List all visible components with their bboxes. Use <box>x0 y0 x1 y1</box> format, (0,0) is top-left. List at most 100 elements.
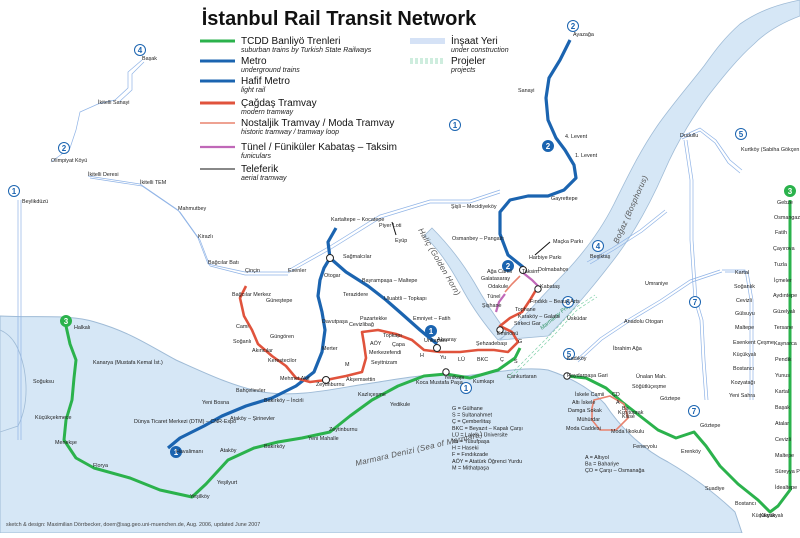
station-label: Pazartekke <box>360 316 387 322</box>
teleferik-eyup <box>391 221 397 236</box>
station-label: Gayrettepe <box>551 196 578 202</box>
route-badge: 3 <box>784 185 796 197</box>
route-badge: 1 <box>8 185 20 197</box>
station-label: Kaynarca <box>774 341 797 347</box>
station-label: A <box>616 400 620 406</box>
station-label: AÖY <box>370 340 382 347</box>
route-badge-circle <box>784 185 796 197</box>
station-label: Tersane <box>774 325 793 331</box>
station-label: Yu <box>440 355 446 361</box>
station-label: Ç <box>500 357 504 363</box>
station-label: Aydıntepe <box>773 293 797 299</box>
station-label: 1. Levent <box>575 153 598 159</box>
station-label: Tünel <box>487 294 501 300</box>
abbreviation-entry: H = Haseki <box>452 446 479 452</box>
station-label: Kızıltoprak <box>618 410 644 416</box>
aerial-lines <box>391 221 551 256</box>
station-label: Esenkent Çeşme <box>733 340 774 346</box>
station-label: Cankurtaran <box>507 374 537 380</box>
nostalgic-tram-lines <box>504 275 629 431</box>
route-badge-circle <box>8 185 20 197</box>
station-label: Florya <box>93 463 108 469</box>
station-label: Yedikule <box>390 402 410 408</box>
station-label: Gülsuyu <box>735 311 755 317</box>
station-label: Eminönü <box>497 331 518 337</box>
route-badge-circle <box>563 348 575 360</box>
station-label: İskele Camii <box>575 391 604 398</box>
station-label: Sağmalcılar <box>343 254 372 260</box>
legend-title: Çağdaş Tramvay <box>241 98 317 109</box>
funicular-lines <box>494 271 541 313</box>
station-label: Harbiye Parkı <box>529 255 562 261</box>
station-label: İkitelli Deresi <box>88 171 119 178</box>
interchanges <box>322 254 571 384</box>
tram-lines <box>238 285 538 384</box>
abbreviation-entry: Ba = Bahariye <box>585 462 619 468</box>
station-label: Moda Caddesi <box>566 426 601 432</box>
teleferik-macka <box>534 241 551 256</box>
station-label: Umraniye <box>645 281 668 287</box>
route-badge-number: 1 <box>12 187 17 196</box>
station-label: İçmeler <box>774 277 792 284</box>
station-label: Bostancı <box>733 366 754 372</box>
legend-subtitle: modern tramway <box>241 109 294 116</box>
route-badge-circle <box>567 20 579 32</box>
route-badge-number: 3 <box>64 317 69 326</box>
legend-title: TCDD Banliyö Trenleri <box>241 36 340 47</box>
station-label: Gebze <box>777 200 793 206</box>
station-label: Ünalan Mah. <box>636 373 667 380</box>
station-label: Merkezefendi <box>369 350 401 356</box>
station-label: Bayrampaşa – Maltepe <box>362 278 417 284</box>
legend-title: Projeler <box>451 56 486 67</box>
route-badge: 5 <box>735 128 747 140</box>
station-label: Mahmutbey <box>178 206 206 212</box>
station-label: Altı İskele <box>572 399 595 406</box>
station-label: Şehzadebaşı <box>476 341 507 347</box>
station-label: Taksim <box>522 269 539 275</box>
station-label: Küçükyalı <box>760 513 783 519</box>
route-badge-number: 5 <box>739 130 744 139</box>
station-label: Kadıköy <box>567 356 587 362</box>
station-label: Dolmabahçe <box>538 267 568 273</box>
station-label: Başak <box>142 56 157 62</box>
route-badge: 6 <box>562 296 574 308</box>
station-label: Esenler <box>288 268 306 274</box>
route-badge-number: 7 <box>692 407 697 416</box>
legend-title: Tünel / Füniküler Kabataş – Taksim <box>241 142 397 153</box>
station-label: G <box>518 339 522 345</box>
route-badge-number: 1 <box>174 448 179 457</box>
station-label: Bakırköy <box>264 444 285 450</box>
abbreviation-entry: Yu = Yusufpaşa <box>452 439 490 445</box>
station-label: Kerestecilor <box>268 358 297 364</box>
station-label: Havalimanı <box>176 449 203 455</box>
station-label: Başak <box>775 405 790 411</box>
station-label: İkitelli Sanayi <box>98 99 129 106</box>
legend-subtitle: historic tramway / tramway loop <box>241 129 339 136</box>
station-label: Aksaray <box>437 337 457 343</box>
station-label: Kanarya (Mustafa Kemal İst.) <box>93 359 163 366</box>
legend-subtitle: projects <box>450 67 476 74</box>
metro-m2 <box>498 39 578 269</box>
route-badge-number: 2 <box>571 22 576 31</box>
station-label: Çinçin <box>245 268 260 274</box>
route-badge-number: 1 <box>453 121 458 130</box>
nostalgic-istiklal <box>504 275 521 293</box>
route-badge-circle <box>170 446 182 458</box>
station-label: 4. Levent <box>565 134 588 140</box>
route-badge-circle <box>592 240 604 252</box>
route-badge-number: 2 <box>506 262 511 271</box>
station-label: Yeni Sahra <box>729 393 755 399</box>
station-label: Kartal <box>735 270 749 276</box>
station-label: Çayırova <box>773 246 795 252</box>
station-label: Olimpiyat Köyü <box>51 158 87 164</box>
route-badge: 4 <box>134 44 146 56</box>
route-badge-number: 2 <box>546 142 551 151</box>
route-badge-number: 7 <box>693 298 698 307</box>
abbreviation-entry: ÇO = Çarşı – Osmanağa <box>585 468 644 474</box>
station-label: BKC <box>477 357 488 363</box>
